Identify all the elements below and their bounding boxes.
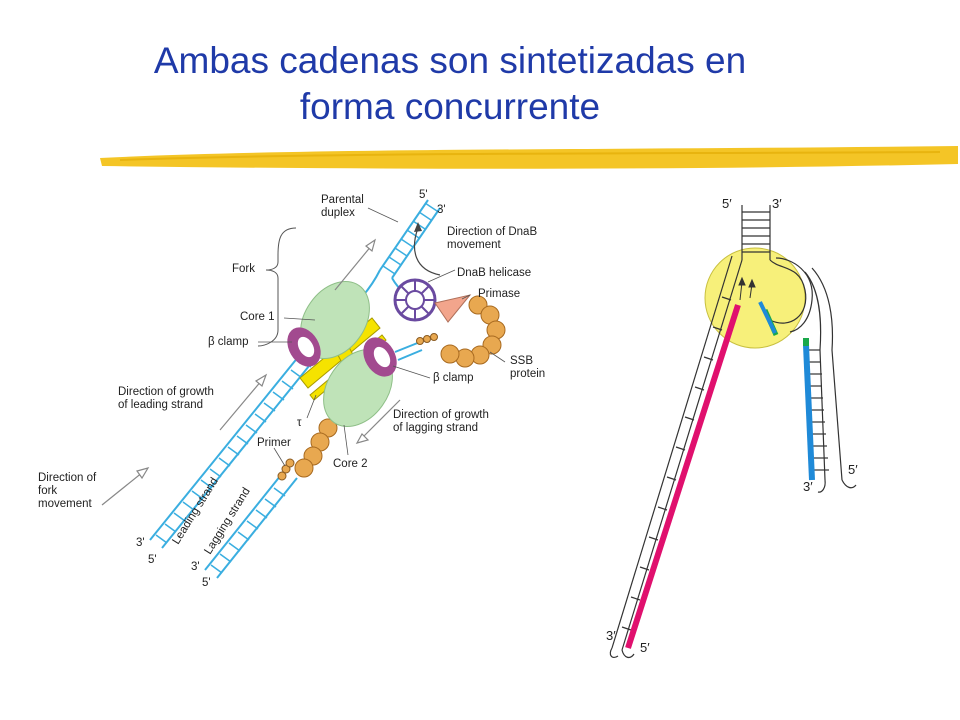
ssb-protein-chain <box>294 295 506 478</box>
dnab-helicase <box>393 278 437 322</box>
primase-label: Primase <box>478 288 520 300</box>
title-underline-highlight <box>100 146 958 169</box>
primase <box>434 294 472 323</box>
right-replication-diagram: 5′ 3′ 5′ 3′ 3′ 5′ <box>606 196 858 659</box>
direction-arrows <box>101 238 401 506</box>
ssb-label-2: protein <box>510 368 545 380</box>
lagging-growth-label-1: Direction of growth <box>393 409 489 421</box>
core2-label: Core 2 <box>333 458 368 470</box>
three-prime-lagging: 3' <box>191 561 200 573</box>
three-prime-lagging-right: 3′ <box>803 479 813 494</box>
five-prime-top-right: 5′ <box>722 196 732 211</box>
fork-label: Fork <box>232 263 255 275</box>
five-prime-lagging: 5' <box>202 577 211 589</box>
lagging-growth-label-2: of lagging strand <box>393 422 478 434</box>
beta-clamp-label-1: β clamp <box>208 336 249 348</box>
ssb-label-1: SSB <box>510 355 533 367</box>
left-replication-fork-diagram: Parental duplex 5' 3' Direction of DnaB … <box>38 189 545 589</box>
five-prime-bottom: 5′ <box>640 640 650 655</box>
right-leading-template <box>609 255 743 659</box>
primer-label: Primer <box>257 437 291 449</box>
leading-new-strand <box>625 304 741 649</box>
lagging-okazaki-in-loop <box>758 301 777 334</box>
beta-clamp-2 <box>363 337 397 377</box>
slide-title: Ambas cadenas son sintetizadas en forma … <box>60 38 840 130</box>
title-line-2: forma concurrente <box>299 86 601 127</box>
leader-lines <box>258 207 506 467</box>
right-lagging-template <box>769 257 857 493</box>
beta-clamp-1 <box>287 327 321 367</box>
fork-movement-label-3: movement <box>38 498 92 510</box>
three-prime-top-right: 3′ <box>772 196 782 211</box>
leading-growth-label-2: of leading strand <box>118 399 203 411</box>
five-prime-leading: 5' <box>148 554 157 566</box>
fork-bracket <box>257 227 297 347</box>
five-prime-lagging-right: 5′ <box>848 462 858 477</box>
primer-dots <box>277 333 438 481</box>
tau-label: τ <box>297 417 302 429</box>
right-parental-duplex <box>741 205 771 260</box>
five-prime-top: 5' <box>419 189 428 201</box>
parental-duplex-label-2: duplex <box>321 207 355 219</box>
three-prime-leading: 3' <box>136 537 145 549</box>
dnab-direction-label-2: movement <box>447 239 501 251</box>
dnab-helicase-label: DnaB helicase <box>457 267 531 279</box>
three-prime-bottom: 3′ <box>606 628 616 643</box>
dnab-direction-label-1: Direction of DnaB <box>447 226 537 238</box>
lagging-strand-duplex <box>204 341 423 579</box>
parental-duplex-label-1: Parental <box>321 194 364 206</box>
fork-movement-label-1: Direction of <box>38 472 97 484</box>
fork-movement-label-2: fork <box>38 485 57 497</box>
core1-label: Core 1 <box>240 311 275 323</box>
beta-clamp-label-2: β clamp <box>433 372 474 384</box>
dnab-direction-arrow <box>413 227 441 276</box>
lagging-new-strand <box>803 344 815 481</box>
right-labels: 5′ 3′ 5′ 3′ 3′ 5′ <box>606 196 858 655</box>
three-prime-top: 3' <box>437 204 446 216</box>
leading-growth-label-1: Direction of growth <box>118 386 214 398</box>
synthesis-arrows <box>738 276 756 301</box>
title-line-1: Ambas cadenas son sintetizadas en <box>153 40 747 81</box>
